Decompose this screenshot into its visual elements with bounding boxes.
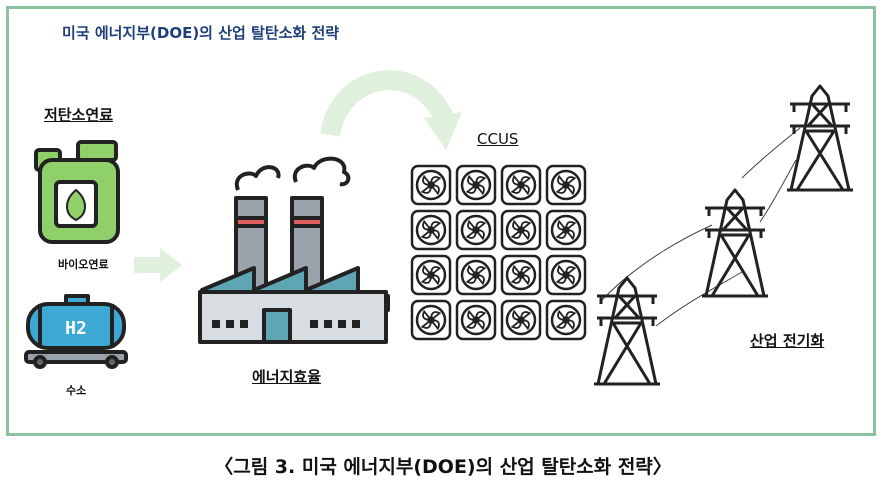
fan-unit-icon — [410, 299, 452, 341]
label-energy-efficiency: 에너지효율 — [252, 368, 322, 386]
label-biofuel: 바이오연료 — [58, 258, 109, 271]
fan-unit-icon — [500, 164, 542, 206]
smoke-left — [234, 165, 281, 191]
hydrogen-tank-icon — [24, 294, 128, 369]
label-hydrogen: 수소 — [66, 384, 87, 397]
fan-unit-icon — [545, 164, 587, 206]
h2-mark: H2 — [65, 318, 87, 339]
label-low-carbon-fuel: 저탄소연료 — [44, 106, 114, 124]
fan-unit-icon — [500, 254, 542, 296]
label-ccus: CCUS — [477, 130, 519, 148]
fan-unit-icon — [500, 299, 542, 341]
transmission-towers — [594, 84, 853, 386]
smoke-right — [292, 156, 351, 187]
fan-unit-icon — [410, 209, 452, 251]
transmission-tower-icon — [787, 84, 853, 192]
fan-unit-icon — [455, 254, 497, 296]
power-lines — [601, 127, 801, 327]
ccus-arrow-head — [424, 112, 462, 150]
fan-unit-icon — [455, 164, 497, 206]
fuel-arrow — [134, 248, 182, 282]
fan-unit-icon — [500, 209, 542, 251]
fan-unit-icon — [545, 209, 587, 251]
label-electrification: 산업 전기화 — [750, 332, 825, 350]
transmission-tower-icon — [702, 188, 768, 298]
biofuel-canister-icon — [34, 140, 120, 244]
fan-unit-icon — [455, 299, 497, 341]
ccus-curved-arrow — [320, 70, 455, 138]
transmission-tower-icon — [594, 276, 660, 386]
fan-unit-icon — [410, 164, 452, 206]
fan-unit-icon — [545, 299, 587, 341]
figure-caption: 〈그림 3. 미국 에너지부(DOE)의 산업 탈탄소화 전략〉 — [214, 456, 672, 478]
factory-icon — [198, 156, 390, 344]
fan-unit-icon — [410, 254, 452, 296]
ccus-fan-grid — [410, 164, 587, 341]
fan-unit-icon — [455, 209, 497, 251]
fan-unit-icon — [545, 254, 587, 296]
diagram-title: 미국 에너지부(DOE)의 산업 탈탄소화 전략 — [62, 24, 340, 42]
